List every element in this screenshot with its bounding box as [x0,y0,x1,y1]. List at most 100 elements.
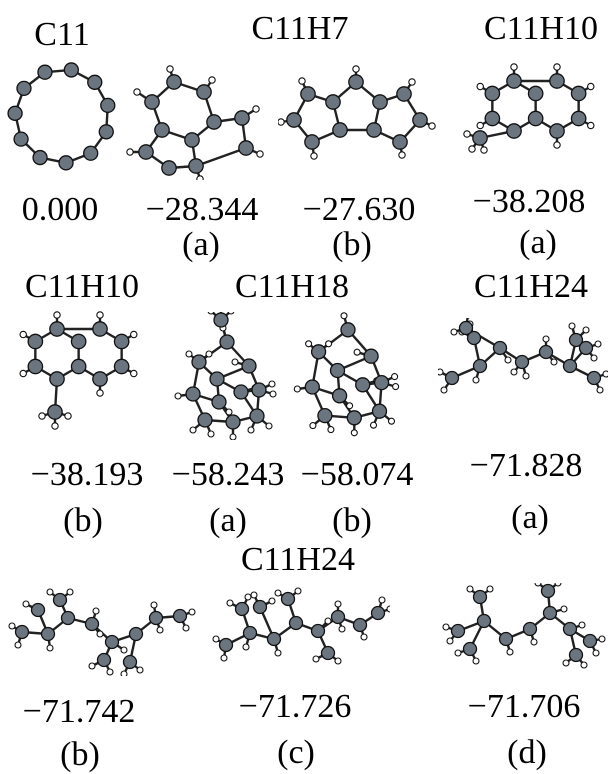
carbon-atom [562,358,578,374]
hydrogen-atom [268,380,276,388]
carbon-atom [234,601,250,617]
c11h24-c-molecule [212,587,390,665]
hydrogen-atom [309,422,317,430]
hydrogen-atom [550,358,558,366]
carbon-atom [206,114,222,130]
carbon-atom [372,94,388,110]
c11h7-b-molecule [278,65,436,160]
carbon-atom [527,110,544,127]
carbon-atom [288,615,304,631]
bond [194,146,248,168]
carbon-atom [32,149,48,166]
carbon-atom [355,377,371,393]
hydrogen-atom [66,588,74,596]
carbon-atom [371,403,388,419]
energy-c11h10-b: −38.193 [30,456,144,493]
carbon-atom [241,358,257,374]
carbon-atom [506,73,522,89]
carbon-atom [329,362,346,379]
hydrogen-atom [592,649,600,657]
hydrogen-atom [226,599,234,607]
c11h18-a-molecule [174,312,277,440]
hydrogen-atom [346,402,354,410]
carbon-atom [63,62,79,78]
carbon-atom [92,371,108,387]
hydrogen-atom [174,392,182,400]
hydrogen-atom [294,587,302,595]
hydrogen-atom [340,312,348,320]
c11-ring-molecule [7,62,116,171]
carbon-atom [527,85,544,102]
carbon-atom [462,641,478,657]
hydrogen-atom [353,348,361,356]
carbon-atom [506,123,522,139]
tag-c11h10-a: (a) [519,224,557,261]
carbon-atom [310,344,327,360]
hydrogen-atom [602,370,608,378]
hydrogen-atom [468,145,476,153]
hydrogen-atom [312,655,320,663]
carbon-atom [562,621,578,637]
carbon-atom [58,155,74,171]
hydrogen-atom [554,583,562,587]
carbon-atom [184,132,200,148]
carbon-atom [27,358,44,375]
hydrogen-atom [578,621,586,629]
hydrogen-atom [598,635,606,643]
hydrogen-atom [64,412,72,420]
carbon-atom [16,80,32,97]
hydrogen-atom [46,588,54,596]
hydrogen-atom [189,426,197,434]
tag-c11h24-d: (d) [507,734,547,771]
hydrogen-atom [19,330,27,339]
carbon-atom [144,94,160,110]
hydrogen-atom [150,601,158,609]
carbon-atom [373,374,390,391]
hydrogen-atom [327,426,335,434]
carbon-atom [352,617,368,633]
carbon-atom [52,592,68,608]
carbon-atom [458,320,474,336]
carbon-atom [300,86,316,102]
carbon-atom [538,344,554,360]
carbon-atom [122,654,138,670]
carbon-atom [47,404,63,420]
hydrogen-atom [450,328,458,336]
hydrogen-atom [250,591,258,599]
carbon-atom [98,124,114,140]
carbon-atom [49,321,65,337]
hydrogen-atom [580,661,588,669]
hydrogen-atom [510,368,518,376]
hydrogen-atom [582,326,590,334]
hydrogen-atom [229,433,237,440]
formula-label-c11h10-b: C11H10 [25,268,139,305]
hydrogen-atom [212,635,220,643]
carbon-atom [27,333,44,350]
tag-c11h10-b: (b) [63,502,103,539]
energy-c11h24-b: −71.742 [22,693,136,730]
carbon-atom [148,610,164,626]
hydrogen-atom [51,422,59,430]
carbon-atom [472,358,488,374]
hydrogen-atom [88,662,96,670]
hydrogen-atom [8,622,16,630]
hydrogen-atom [378,596,386,604]
carbon-atom [40,626,56,642]
carbon-atom [304,134,320,150]
hydrogen-atom [587,121,595,130]
hydrogen-atom [486,585,494,593]
carbon-atom [211,394,227,410]
carbon-atom [540,583,556,599]
hydrogen-atom [369,421,378,429]
hydrogen-atom [96,389,104,397]
hydrogen-atom [334,600,342,608]
hydrogen-atom [338,625,346,633]
hydrogen-atom [560,605,568,613]
energy-c11h18-b: −58.074 [300,456,414,493]
carbon-atom [196,84,212,100]
carbon-atom [484,85,501,102]
hydrogen-atom [510,63,518,71]
energy-c11h7-a: −28.344 [145,191,259,228]
carbon-atom [70,333,87,350]
carbon-atom [568,332,584,348]
